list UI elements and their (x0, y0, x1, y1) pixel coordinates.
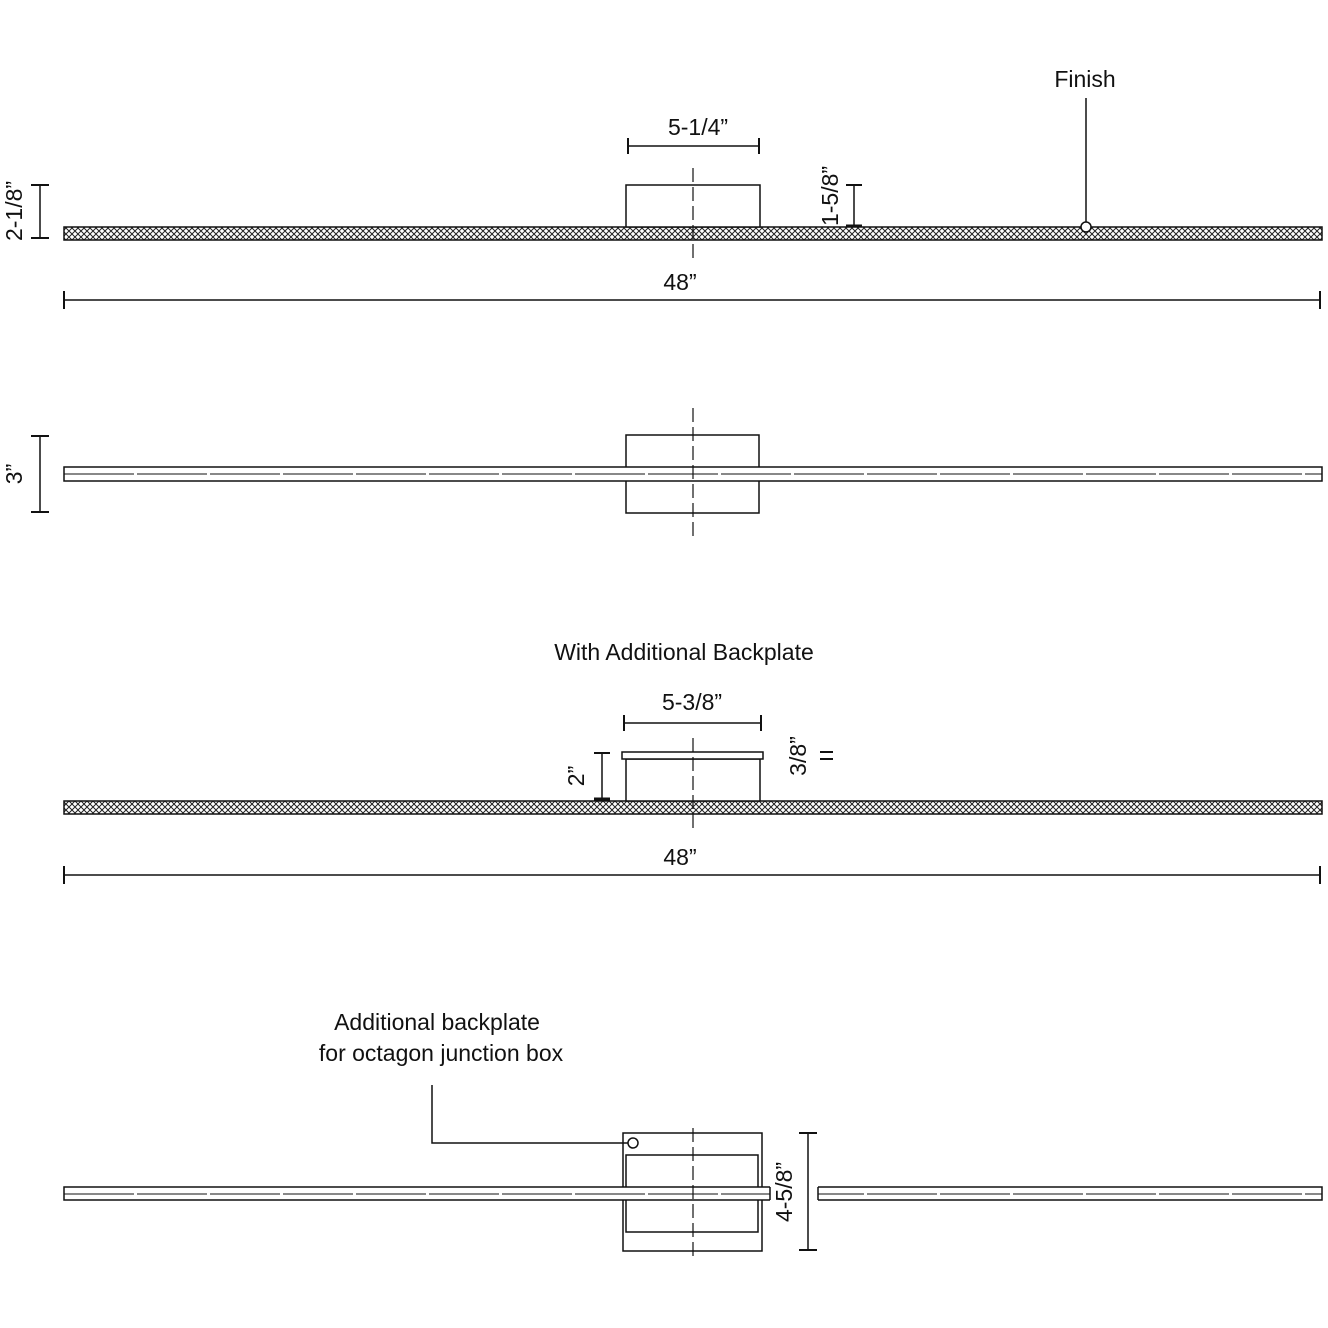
backplate-note-line2: for octagon junction box (319, 1040, 564, 1066)
backplate-thickness-label: 3/8” (785, 736, 811, 776)
finish-marker-icon (1080, 221, 1092, 233)
width-backplate-label: 5-3/8” (662, 689, 722, 715)
depth-backplate-label: 2” (563, 766, 589, 786)
height-backplate-label: 4-5/8” (771, 1162, 797, 1222)
height-front-label: 3” (1, 464, 27, 484)
backplate-title: With Additional Backplate (554, 639, 814, 665)
backplate-marker-icon (627, 1137, 639, 1149)
side-view-backplate (63, 715, 1323, 884)
depth-bar-label: 1-5/8” (817, 166, 843, 226)
length-backplate-label: 48” (663, 844, 696, 870)
front-view-backplate (63, 1085, 1323, 1260)
height-canopy-label: 2-1/8” (1, 181, 27, 241)
finish-label: Finish (1054, 66, 1115, 92)
width-top-label: 5-1/4” (668, 114, 728, 140)
backplate-note-line1: Additional backplate (334, 1009, 540, 1035)
side-view (31, 98, 1323, 309)
front-view (31, 408, 1323, 540)
length-top-label: 48” (663, 269, 696, 295)
